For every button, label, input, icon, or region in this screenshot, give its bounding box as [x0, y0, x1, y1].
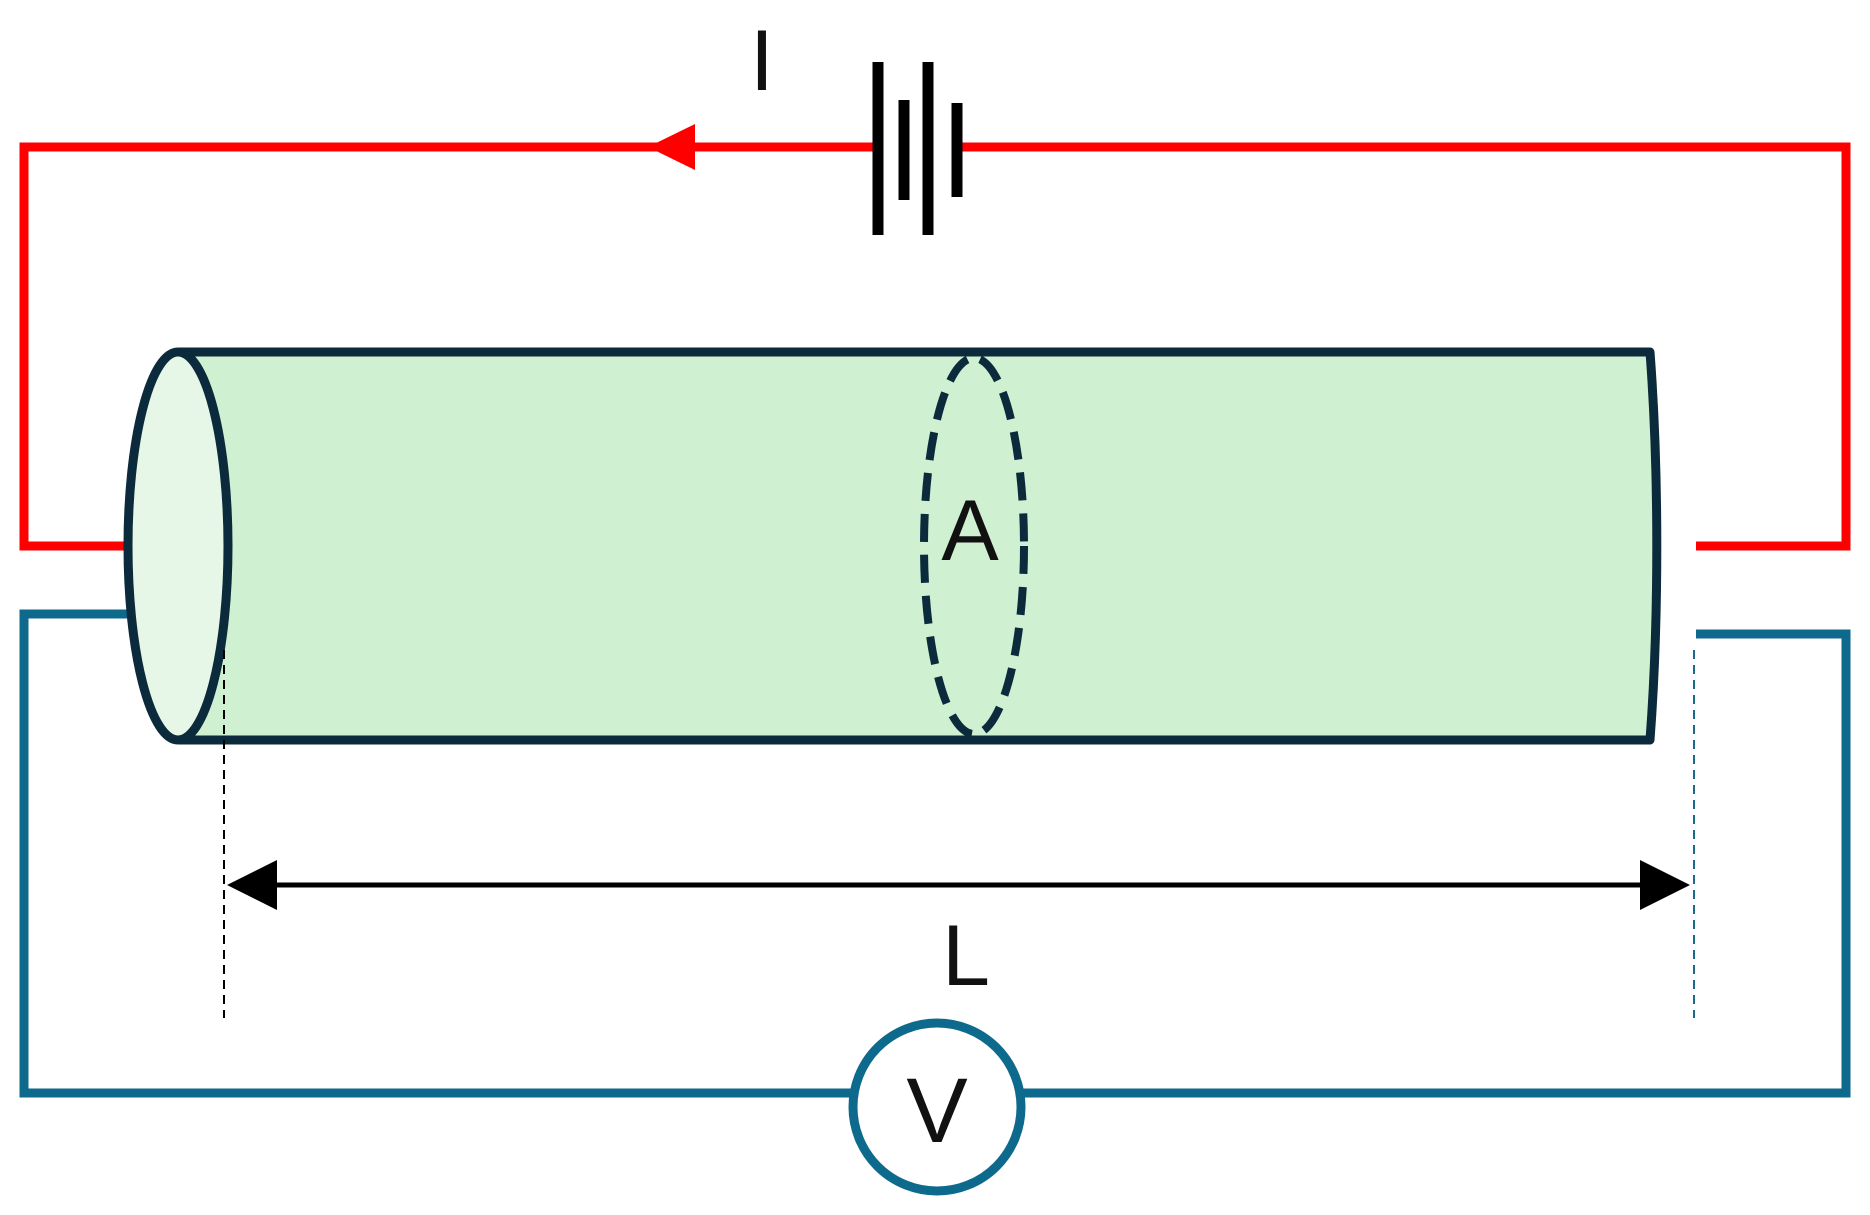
voltmeter-label: V	[906, 1060, 967, 1162]
voltage-wire-right	[1022, 629, 1851, 1098]
current-direction-arrow-icon	[648, 124, 695, 170]
voltmeter-icon	[848, 1018, 1026, 1196]
conductor-end-face	[123, 347, 233, 745]
cross-section-area-outline	[920, 354, 1028, 738]
arrow-right-icon	[1640, 860, 1690, 910]
battery-icon	[872, 62, 963, 235]
voltage-wire-left	[19, 609, 852, 1098]
conductor-cylinder: A	[123, 347, 1662, 745]
length-label: L	[942, 908, 990, 1004]
current-wire-left	[19, 142, 878, 551]
arrow-left-icon	[227, 860, 277, 910]
length-dimension: L	[223, 650, 1695, 1018]
area-label: A	[941, 483, 999, 579]
current-wire-right	[962, 142, 1851, 551]
conductor-body	[175, 347, 1662, 745]
voltage-circuit: V	[19, 609, 1851, 1196]
current-label: I	[750, 13, 774, 109]
current-circuit	[19, 124, 1851, 551]
